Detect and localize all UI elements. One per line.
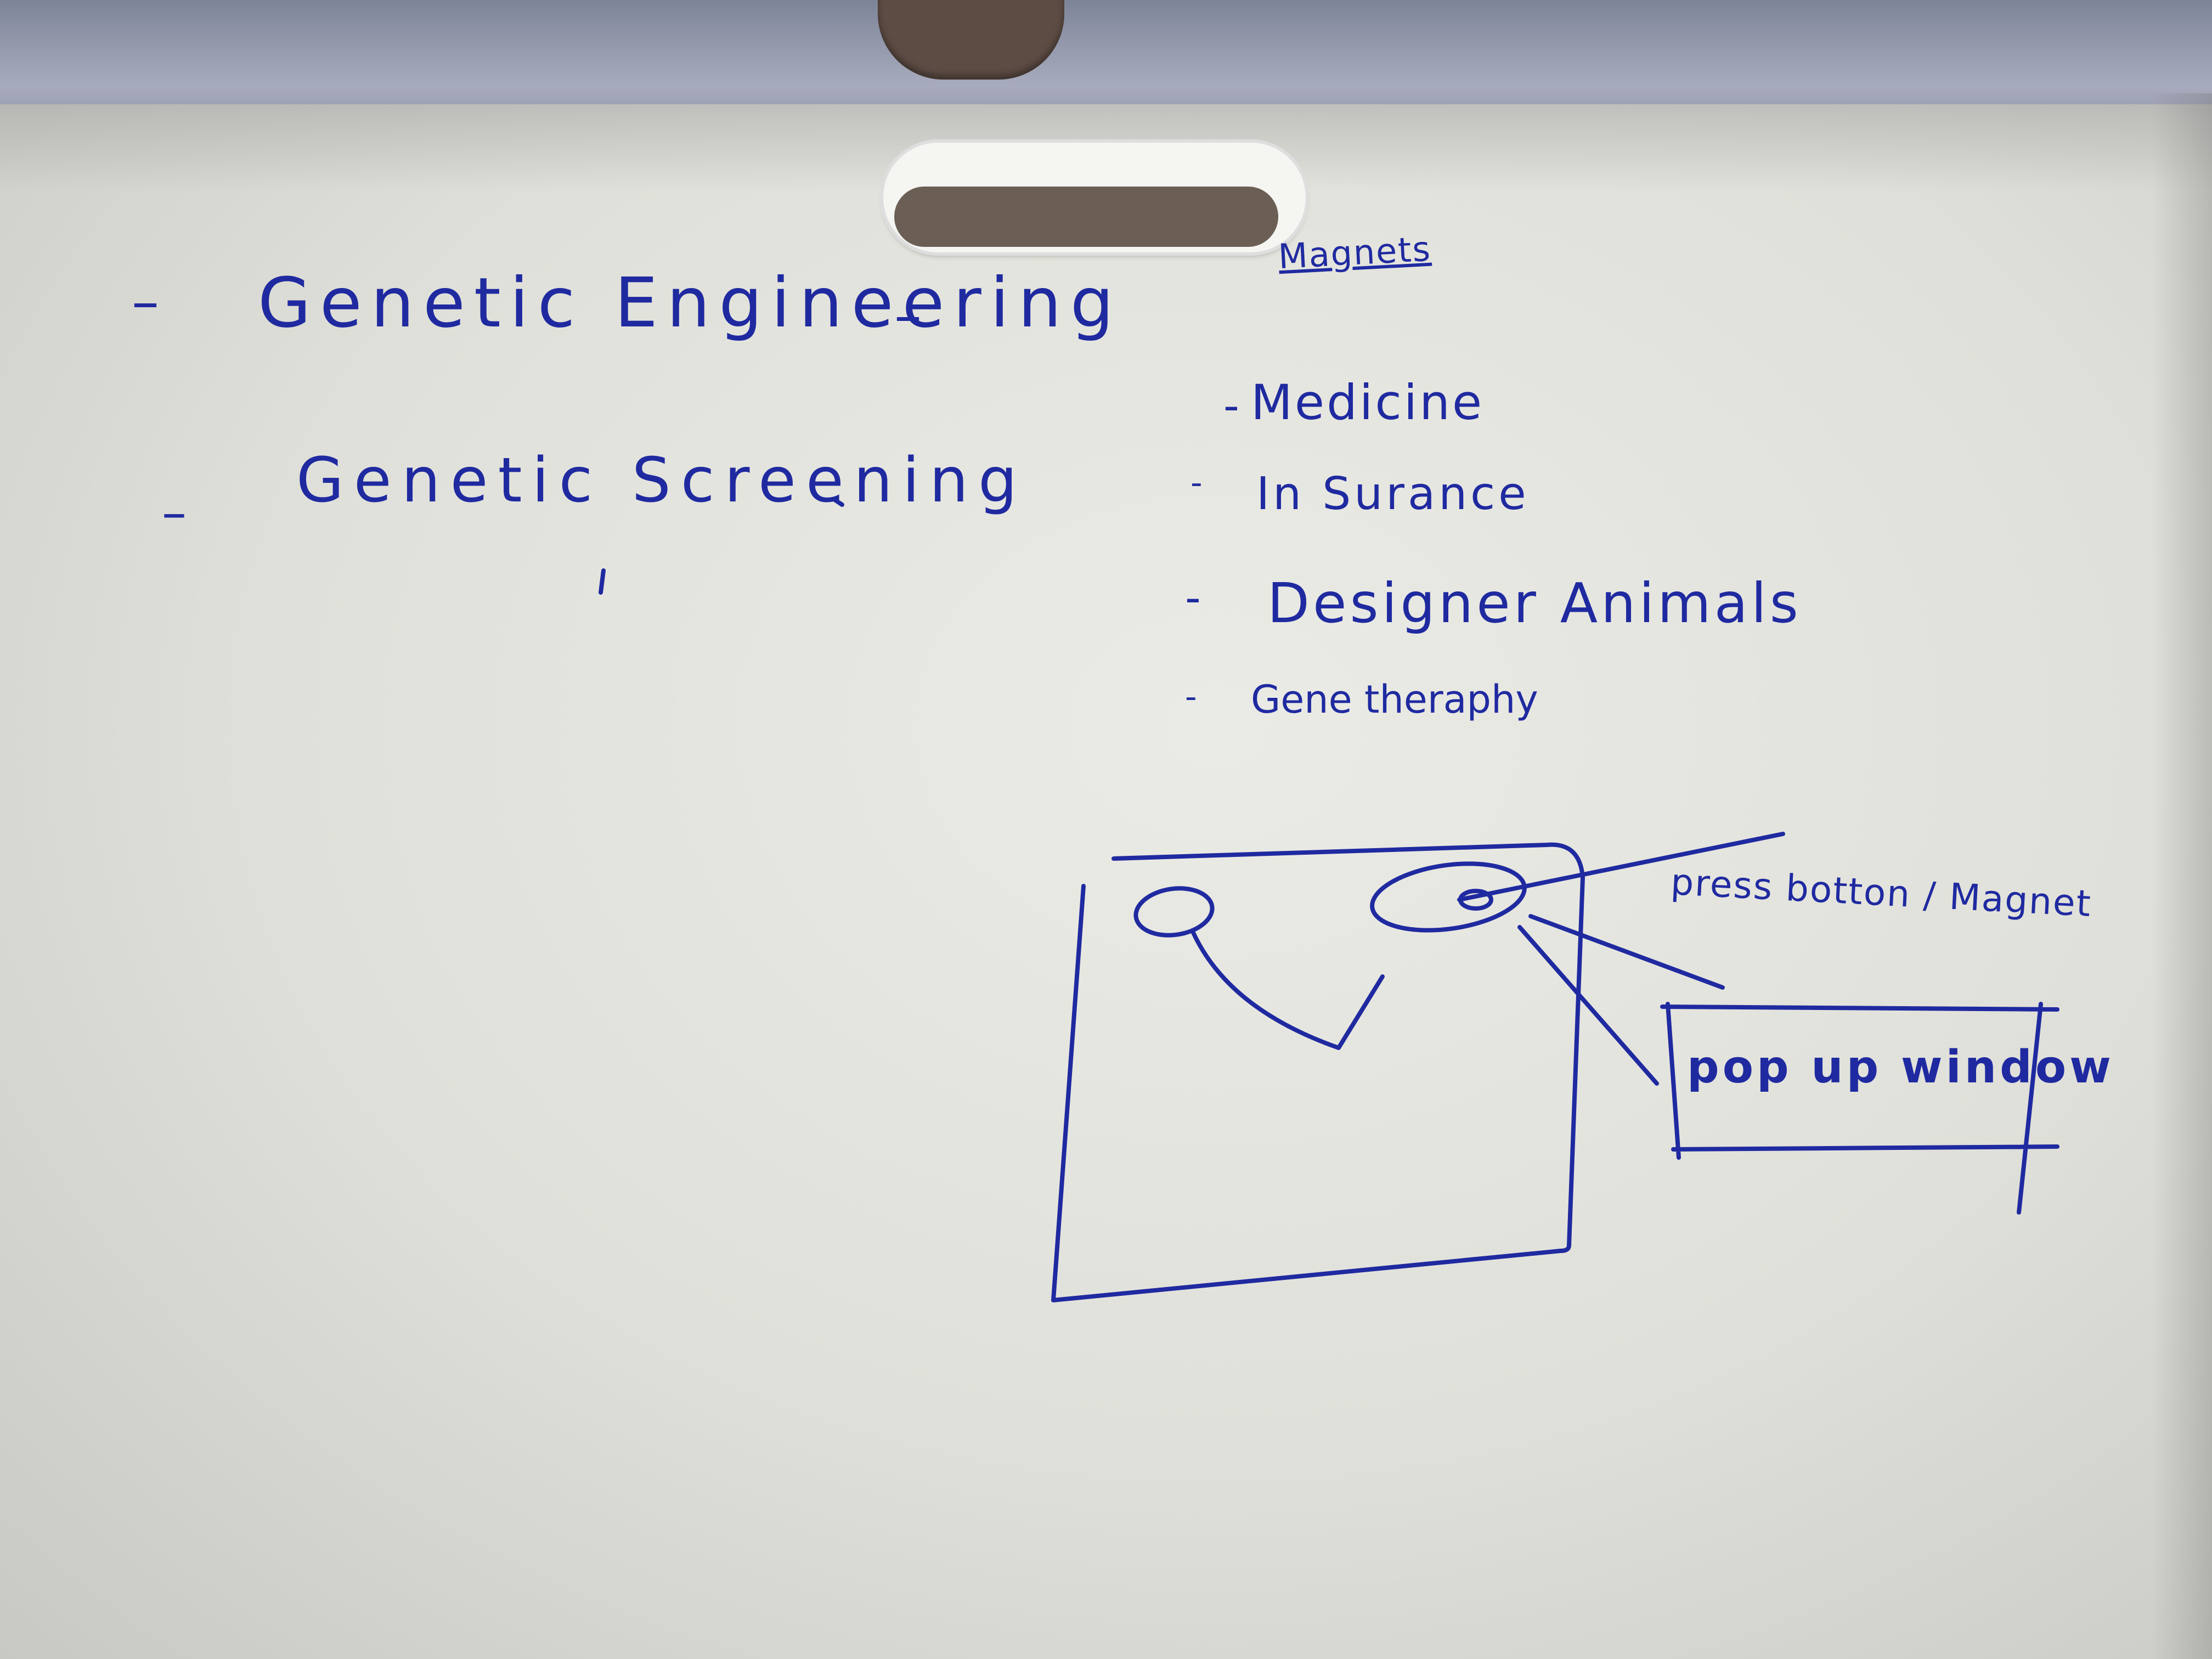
list-item: Gene theraphy bbox=[1251, 677, 1538, 722]
list-item: In Surance bbox=[1256, 468, 1530, 520]
dash-mark: – bbox=[132, 269, 163, 334]
popup-connector-top bbox=[1528, 914, 1725, 990]
handle-hole-opening bbox=[894, 187, 1278, 247]
dash-mark bbox=[832, 497, 844, 507]
popup-connector-bottom bbox=[1517, 925, 1659, 1086]
paper-handle-hole bbox=[883, 143, 1306, 252]
dash-mark: - bbox=[1185, 678, 1201, 716]
dash-mark: - bbox=[1223, 380, 1244, 431]
list-item: Medicine bbox=[1251, 374, 1485, 431]
paper-sheet bbox=[0, 104, 2212, 1659]
node-circle-left bbox=[1133, 886, 1215, 938]
dash-mark: – bbox=[894, 283, 926, 347]
stray-mark bbox=[599, 568, 606, 595]
note-genetic-engineering: Genetic Engineering bbox=[258, 263, 1123, 343]
callout-line bbox=[1457, 832, 1785, 902]
dash-mark: - bbox=[1190, 464, 1207, 502]
paper-curl-shadow bbox=[2152, 93, 2212, 1659]
note-genetic-screening: Genetic Screening bbox=[296, 445, 1028, 516]
back-sheet-handle-hole bbox=[878, 0, 1064, 80]
node-circle-right bbox=[1370, 861, 1527, 933]
connector-line bbox=[1191, 930, 1385, 1050]
screen-frame bbox=[1051, 842, 1585, 1302]
dash-mark: - bbox=[1185, 572, 1205, 623]
popup-window bbox=[1660, 1002, 2059, 1215]
dash-mark: – bbox=[162, 484, 191, 541]
popup-window-label: pop up window bbox=[1687, 1041, 2114, 1093]
list-item: Designer Animals bbox=[1267, 571, 1802, 635]
